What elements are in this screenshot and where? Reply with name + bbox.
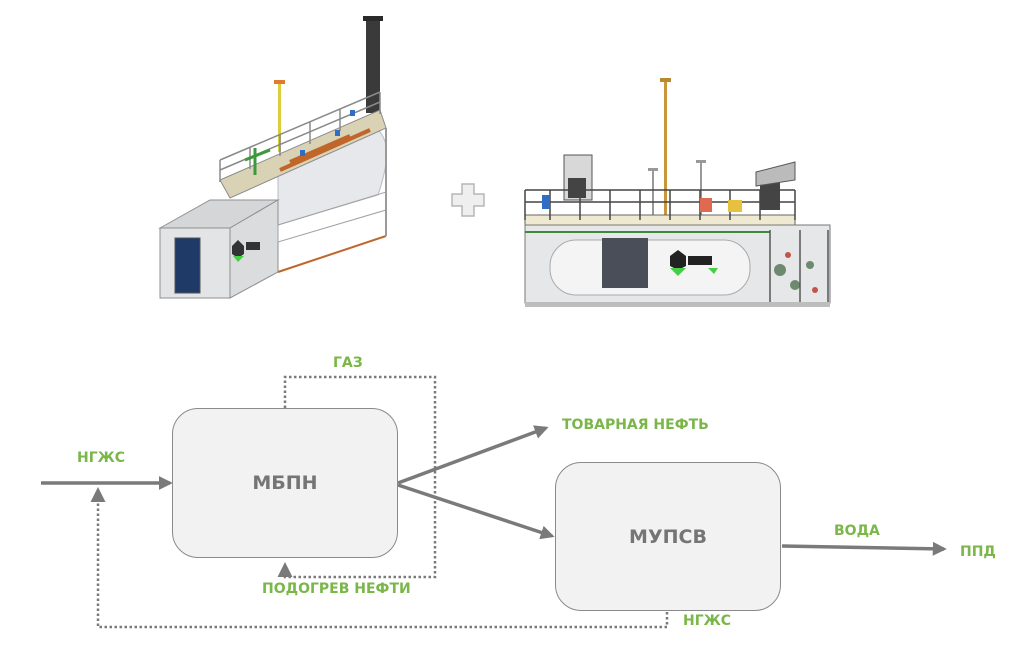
gas-heating-loop — [277, 375, 437, 579]
container-door — [174, 237, 201, 294]
mupsv-unit-illustration — [524, 78, 831, 307]
ppd-label: ППД — [960, 544, 996, 560]
chimney — [366, 18, 380, 113]
commercial-oil-flow-arrow — [397, 425, 549, 485]
mbpn-node[interactable]: МБПН — [172, 408, 398, 558]
water-flow-arrow — [781, 541, 947, 556]
gas-label: ГАЗ — [333, 355, 363, 371]
oil-heating-label: ПОДОГРЕВ НЕФТИ — [262, 581, 411, 597]
mbpn-node-label: МБПН — [252, 472, 318, 494]
mupsv-node[interactable]: МУПСВ — [555, 462, 781, 611]
mbpn-to-mupsv-flow-arrow — [397, 483, 555, 540]
mupsv-node-label: МУПСВ — [629, 525, 707, 548]
plus-icon — [451, 183, 485, 217]
recycle-label: НГЖС — [683, 613, 732, 629]
inlet-label: НГЖС — [77, 450, 126, 466]
company-logo-icon — [232, 240, 260, 262]
recycle-loop — [90, 487, 669, 629]
mbpn-unit-illustration — [158, 16, 387, 299]
company-logo-icon — [670, 250, 718, 276]
commercial-oil-label: ТОВАРНАЯ НЕФТЬ — [562, 417, 709, 433]
water-label: ВОДА — [834, 523, 880, 539]
